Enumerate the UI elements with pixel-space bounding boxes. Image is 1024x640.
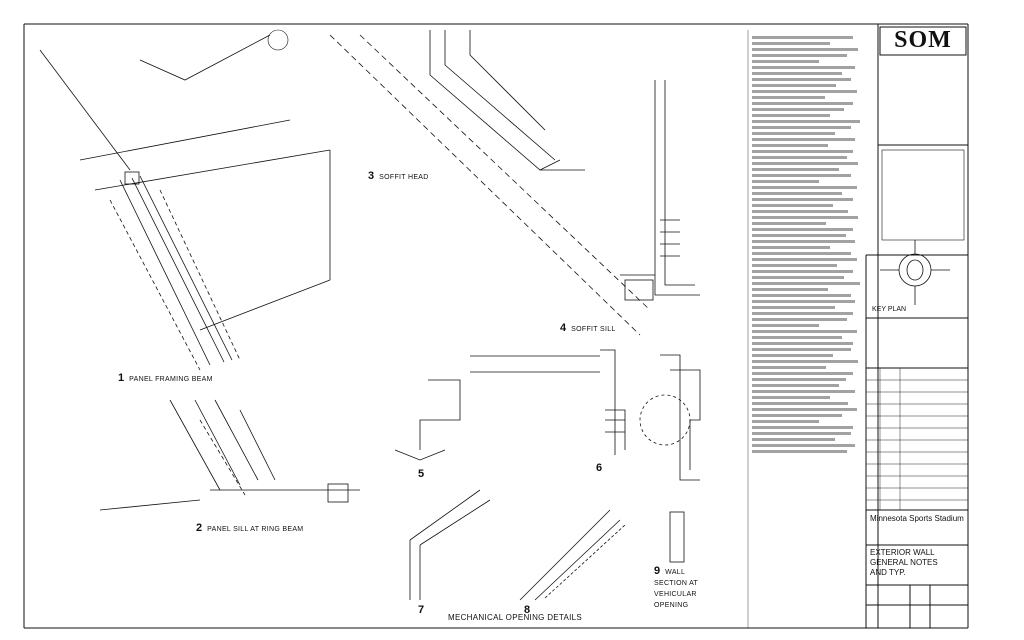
key-plan-label: KEY PLAN bbox=[872, 306, 907, 313]
detail-1-drawing bbox=[39, 29, 331, 371]
sheet-title-1: EXTERIOR WALL bbox=[870, 548, 935, 557]
detail-6-drawing bbox=[600, 349, 626, 455]
detail-9-drawing bbox=[639, 354, 701, 563]
detail-2-number: 2 bbox=[196, 522, 203, 534]
detail-4-label: 4 SOFFIT SILL bbox=[560, 318, 616, 336]
detail-7-label: 7 bbox=[418, 600, 424, 618]
general-notes-column bbox=[752, 36, 864, 626]
detail-5-number: 5 bbox=[418, 468, 425, 480]
detail-7-8-drawing bbox=[409, 489, 626, 601]
detail-7-number: 7 bbox=[418, 604, 425, 616]
detail-2-drawing bbox=[99, 399, 360, 511]
detail-5-drawing bbox=[394, 355, 600, 461]
sheet-title-2: GENERAL NOTES bbox=[870, 558, 938, 567]
detail-6-label: 6 bbox=[596, 458, 602, 476]
sheet-title-3: AND TYP. bbox=[870, 568, 906, 577]
key-plan bbox=[880, 240, 950, 305]
sheet-border bbox=[23, 23, 969, 629]
project-name: Minnesota Sports Stadium bbox=[870, 514, 964, 523]
detail-9-label: 9 WALL SECTION AT VEHICULAR OPENING bbox=[654, 566, 710, 610]
detail-8-number: 8 bbox=[524, 604, 531, 616]
detail-3-drawing bbox=[329, 30, 651, 336]
revision-grid bbox=[866, 368, 968, 510]
detail-3-title: SOFFIT HEAD bbox=[379, 174, 429, 181]
detail-9-number: 9 bbox=[654, 565, 661, 577]
detail-1-number: 1 bbox=[118, 372, 125, 384]
detail-3-number: 3 bbox=[368, 170, 375, 182]
detail-2-title: PANEL SILL AT RING BEAM bbox=[207, 526, 304, 533]
detail-5-label: 5 bbox=[418, 464, 424, 482]
detail-3-label: 3 SOFFIT HEAD bbox=[368, 166, 429, 184]
detail-1-label: 1 PANEL FRAMING BEAM bbox=[118, 368, 213, 386]
detail-1-title: PANEL FRAMING BEAM bbox=[129, 376, 213, 383]
detail-4-number: 4 bbox=[560, 322, 567, 334]
detail-4-title: SOFFIT SILL bbox=[571, 326, 616, 333]
firm-logo: SOM bbox=[894, 27, 952, 53]
detail-9-title: WALL SECTION AT VEHICULAR OPENING bbox=[654, 569, 698, 609]
group-title: MECHANICAL OPENING DETAILS bbox=[448, 613, 583, 622]
detail-4-drawing bbox=[620, 80, 700, 301]
detail-6-number: 6 bbox=[596, 462, 603, 474]
detail-2-label: 2 PANEL SILL AT RING BEAM bbox=[196, 518, 303, 536]
title-block bbox=[865, 24, 968, 628]
detail-8-label: 8 bbox=[524, 600, 530, 618]
